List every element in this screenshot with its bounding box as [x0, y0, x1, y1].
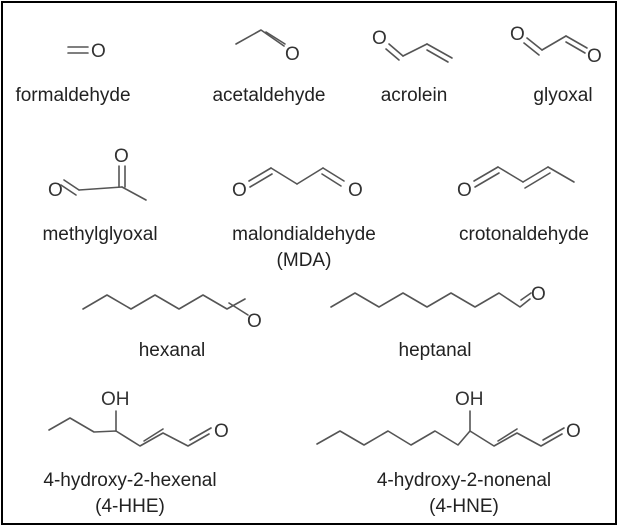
oxygen-atom: O — [531, 284, 546, 305]
oxygen-atom: O — [348, 180, 363, 201]
bond — [60, 184, 77, 196]
bond — [316, 430, 563, 447]
bond — [565, 41, 586, 54]
bond — [82, 294, 246, 310]
oxygen-atom: O — [457, 180, 472, 201]
bond — [63, 179, 80, 191]
structure-crotonaldehyde: O crotonaldehyde — [457, 166, 589, 245]
compound-name-hexanal: hexanal — [139, 340, 206, 361]
bond — [542, 427, 565, 441]
compound-name-glyoxal: glyoxal — [533, 85, 592, 106]
compound-abbreviation-mda: (MDA) — [277, 250, 332, 271]
compound-name-methylglyoxal: methylglyoxal — [42, 224, 157, 245]
oxygen-atom: O — [91, 41, 106, 62]
compound-name-acetaldehyde: acetaldehyde — [212, 85, 325, 106]
oxygen-atom: O — [114, 146, 129, 167]
compound-abbreviation-4-hne: (4-HNE) — [429, 496, 499, 517]
oxygen-atom: O — [587, 46, 602, 67]
bond — [497, 166, 524, 183]
compound-name-malondialdehyde: malondialdehyde — [232, 224, 376, 245]
compound-abbreviation-4-hhe: (4-HHE) — [95, 496, 165, 517]
bond — [78, 186, 123, 191]
bond — [388, 43, 404, 57]
oxygen-atom: O — [285, 44, 300, 65]
bond — [497, 428, 518, 442]
compound-name-acrolein: acrolein — [381, 85, 448, 106]
structure-acetaldehyde: O acetaldehyde — [212, 29, 326, 106]
bond — [228, 302, 249, 316]
bond — [474, 172, 500, 188]
oxygen-atom: O — [48, 180, 63, 201]
hydroxyl-group: OH — [455, 389, 484, 410]
compound-name-4-hydroxy-2-nonenal: 4-hydroxy-2-nonenal — [377, 470, 551, 491]
oxygen-atom: O — [247, 311, 262, 332]
bond — [143, 428, 164, 442]
bond — [547, 166, 575, 183]
structure-heptanal: O heptanal — [330, 284, 546, 361]
structure-acrolein: O acrolein — [372, 28, 453, 106]
bond — [322, 167, 345, 182]
structure-methylglyoxal: O O methylglyoxal — [42, 146, 157, 245]
bond — [526, 37, 543, 51]
structure-formaldehyde: O formaldehyde — [15, 41, 130, 106]
structure-4-hydroxy-2-nonenal: OH O 4-hydroxy-2-nonenal (4-HNE) — [316, 389, 581, 517]
bond — [48, 417, 210, 447]
bond — [524, 172, 551, 189]
bond — [296, 167, 324, 185]
structure-malondialdehyde: O O malondialdehyde (MDA) — [232, 167, 376, 271]
compound-name-formaldehyde: formaldehyde — [15, 85, 130, 106]
structure-hexanal: O hexanal — [82, 294, 262, 361]
bond — [121, 186, 147, 201]
bond — [321, 173, 342, 187]
oxygen-atom: O — [232, 180, 247, 201]
oxygen-atom: O — [566, 421, 581, 442]
bond — [385, 48, 400, 61]
oxygen-atom: O — [372, 28, 387, 49]
structure-glyoxal: O O glyoxal — [510, 24, 602, 106]
bond — [523, 42, 540, 56]
bond — [402, 43, 428, 57]
compound-name-4-hydroxy-2-hexenal: 4-hydroxy-2-hexenal — [43, 470, 216, 491]
bond — [249, 173, 273, 188]
oxygen-atom: O — [510, 24, 525, 45]
oxygen-atom: O — [214, 421, 229, 442]
bond — [330, 292, 531, 308]
bond — [541, 35, 567, 51]
bond — [270, 167, 298, 185]
structure-4-hydroxy-2-hexenal: OH O 4-hydroxy-2-hexenal (4-HHE) — [43, 389, 228, 517]
bond — [189, 427, 212, 441]
compound-name-crotonaldehyde: crotonaldehyde — [459, 224, 589, 245]
bond — [520, 292, 532, 301]
bond — [235, 29, 285, 47]
bond — [522, 166, 549, 183]
bond — [426, 49, 449, 63]
bond — [426, 43, 453, 59]
compound-name-heptanal: heptanal — [399, 340, 472, 361]
hydroxyl-group: OH — [101, 389, 130, 410]
bond — [565, 35, 588, 49]
bond — [473, 166, 499, 182]
bond — [248, 167, 272, 182]
bond — [265, 31, 286, 45]
